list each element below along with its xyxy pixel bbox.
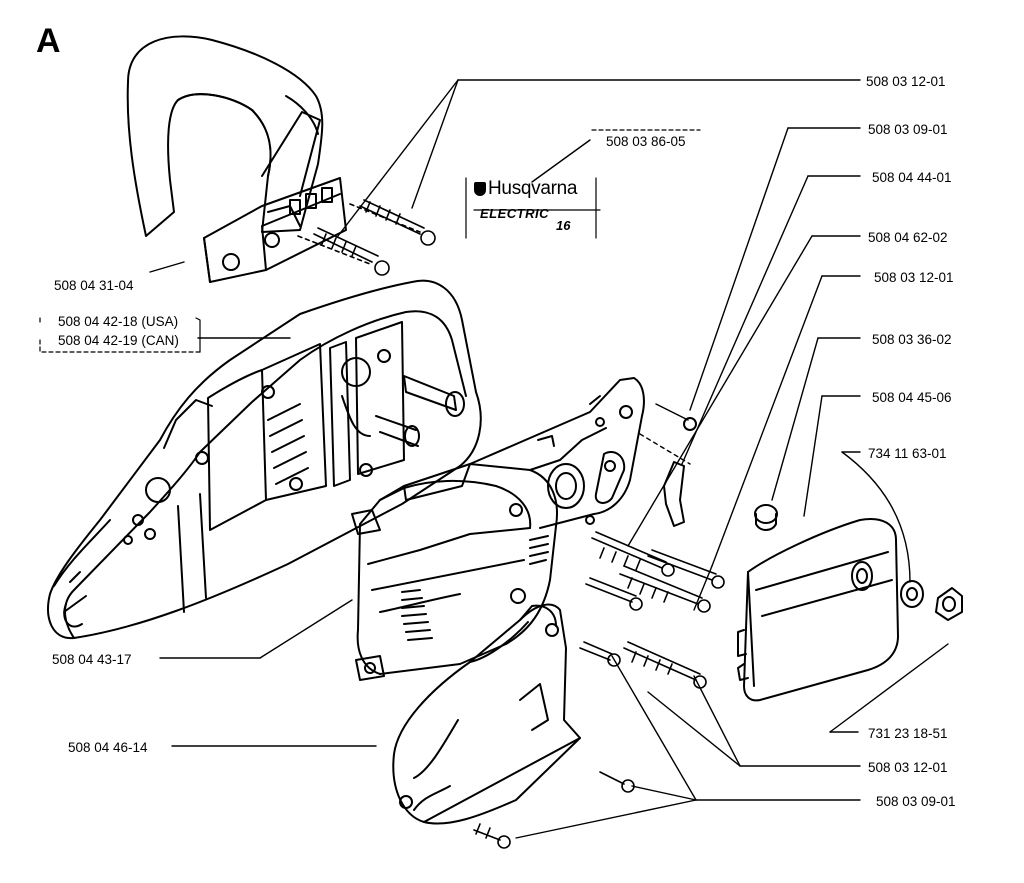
- brand-number: 16: [556, 218, 571, 233]
- callout-screw-right-1: 508 03 09-01: [868, 122, 948, 137]
- leader-lines: [149, 79, 949, 839]
- callout-housing-usa: 508 04 42-18 (USA): [58, 314, 179, 329]
- callout-side-cover: 508 04 45-06: [872, 390, 952, 405]
- callout-washer: 734 11 63-01: [868, 446, 947, 461]
- callout-logo-decal: 508 03 86-05: [606, 134, 686, 149]
- callout-screw-right-2: 508 03 12-01: [874, 270, 954, 285]
- front-handle: [126, 35, 347, 283]
- motor-housing: [351, 377, 645, 681]
- callout-housing-can: 508 04 42-19 (CAN): [58, 333, 179, 348]
- callout-cap: 508 03 36-02: [872, 332, 952, 347]
- screws-middle: [473, 531, 725, 849]
- washer-and-nut: [900, 580, 963, 621]
- callout-spring: 508 04 62-02: [868, 230, 948, 245]
- callout-nut: 731 23 18-51: [868, 726, 948, 741]
- side-cover: [737, 518, 899, 702]
- callout-screws-handle-bottom: 508 03 09-01: [876, 794, 956, 809]
- callout-screws-bottom: 508 03 12-01: [868, 760, 948, 775]
- switch-lever: [639, 403, 697, 527]
- callout-handle-front-screws: 508 03 12-01: [866, 74, 946, 89]
- cap: [754, 504, 778, 531]
- callout-switch-lever: 508 04 44-01: [872, 170, 952, 185]
- callout-front-handle: 508 04 31-04: [54, 278, 134, 293]
- husqvarna-crown-logo-icon: [474, 182, 486, 196]
- callout-rear-handle: 508 04 46-14: [68, 740, 148, 755]
- brand-name: Husqvarna: [488, 178, 578, 199]
- brand-decal: Husqvarna ELECTRIC 16: [468, 178, 596, 240]
- label-frames: [39, 129, 701, 353]
- section-letter: A: [36, 22, 61, 60]
- main-housing: [47, 279, 482, 640]
- brand-model: ELECTRIC: [480, 206, 549, 221]
- screws-top: [297, 199, 436, 276]
- callout-motor-housing: 508 04 43-17: [52, 652, 132, 667]
- rear-handle: [392, 603, 581, 825]
